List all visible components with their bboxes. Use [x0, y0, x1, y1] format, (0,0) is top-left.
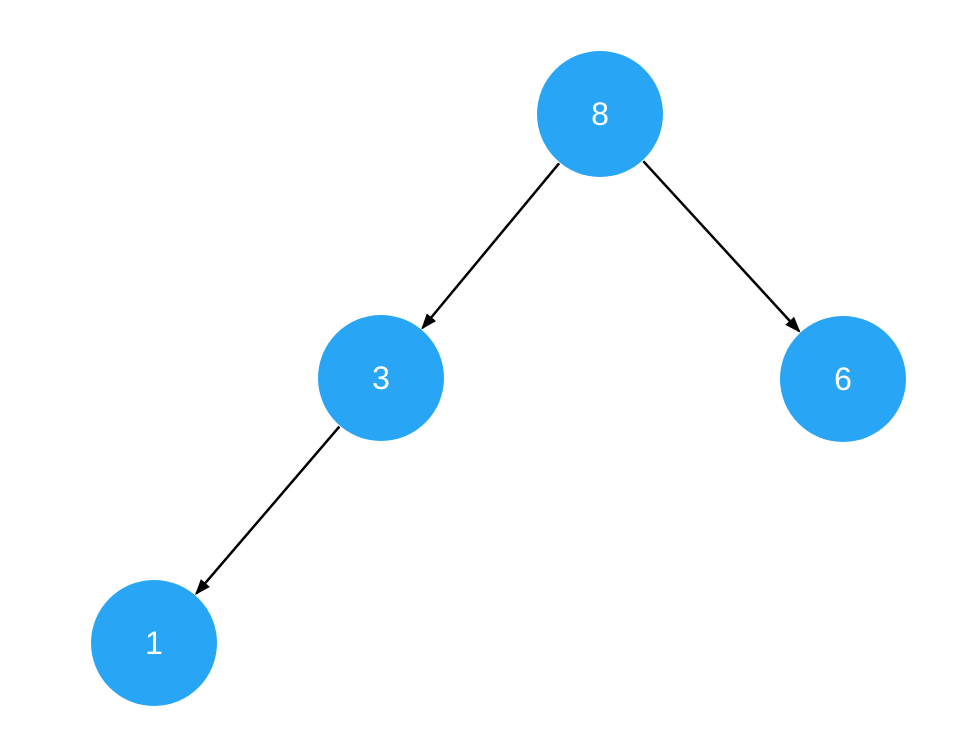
edges-layer — [194, 160, 801, 596]
tree-node-3: 3 — [318, 315, 444, 441]
node-circle — [91, 580, 217, 706]
node-circle — [780, 316, 906, 442]
tree-edge-3-to-1 — [194, 425, 341, 596]
tree-node-8: 8 — [537, 51, 663, 177]
node-label: 6 — [834, 361, 852, 397]
node-circle — [318, 315, 444, 441]
node-label: 8 — [591, 96, 609, 132]
tree-node-6: 6 — [780, 316, 906, 442]
tree-edge-8-to-6 — [642, 160, 801, 333]
tree-node-1: 1 — [91, 580, 217, 706]
node-label: 3 — [372, 360, 390, 396]
node-circle — [537, 51, 663, 177]
tree-edge-8-to-3 — [421, 162, 561, 330]
node-label: 1 — [145, 625, 163, 661]
nodes-layer: 8 3 6 1 — [91, 51, 906, 706]
